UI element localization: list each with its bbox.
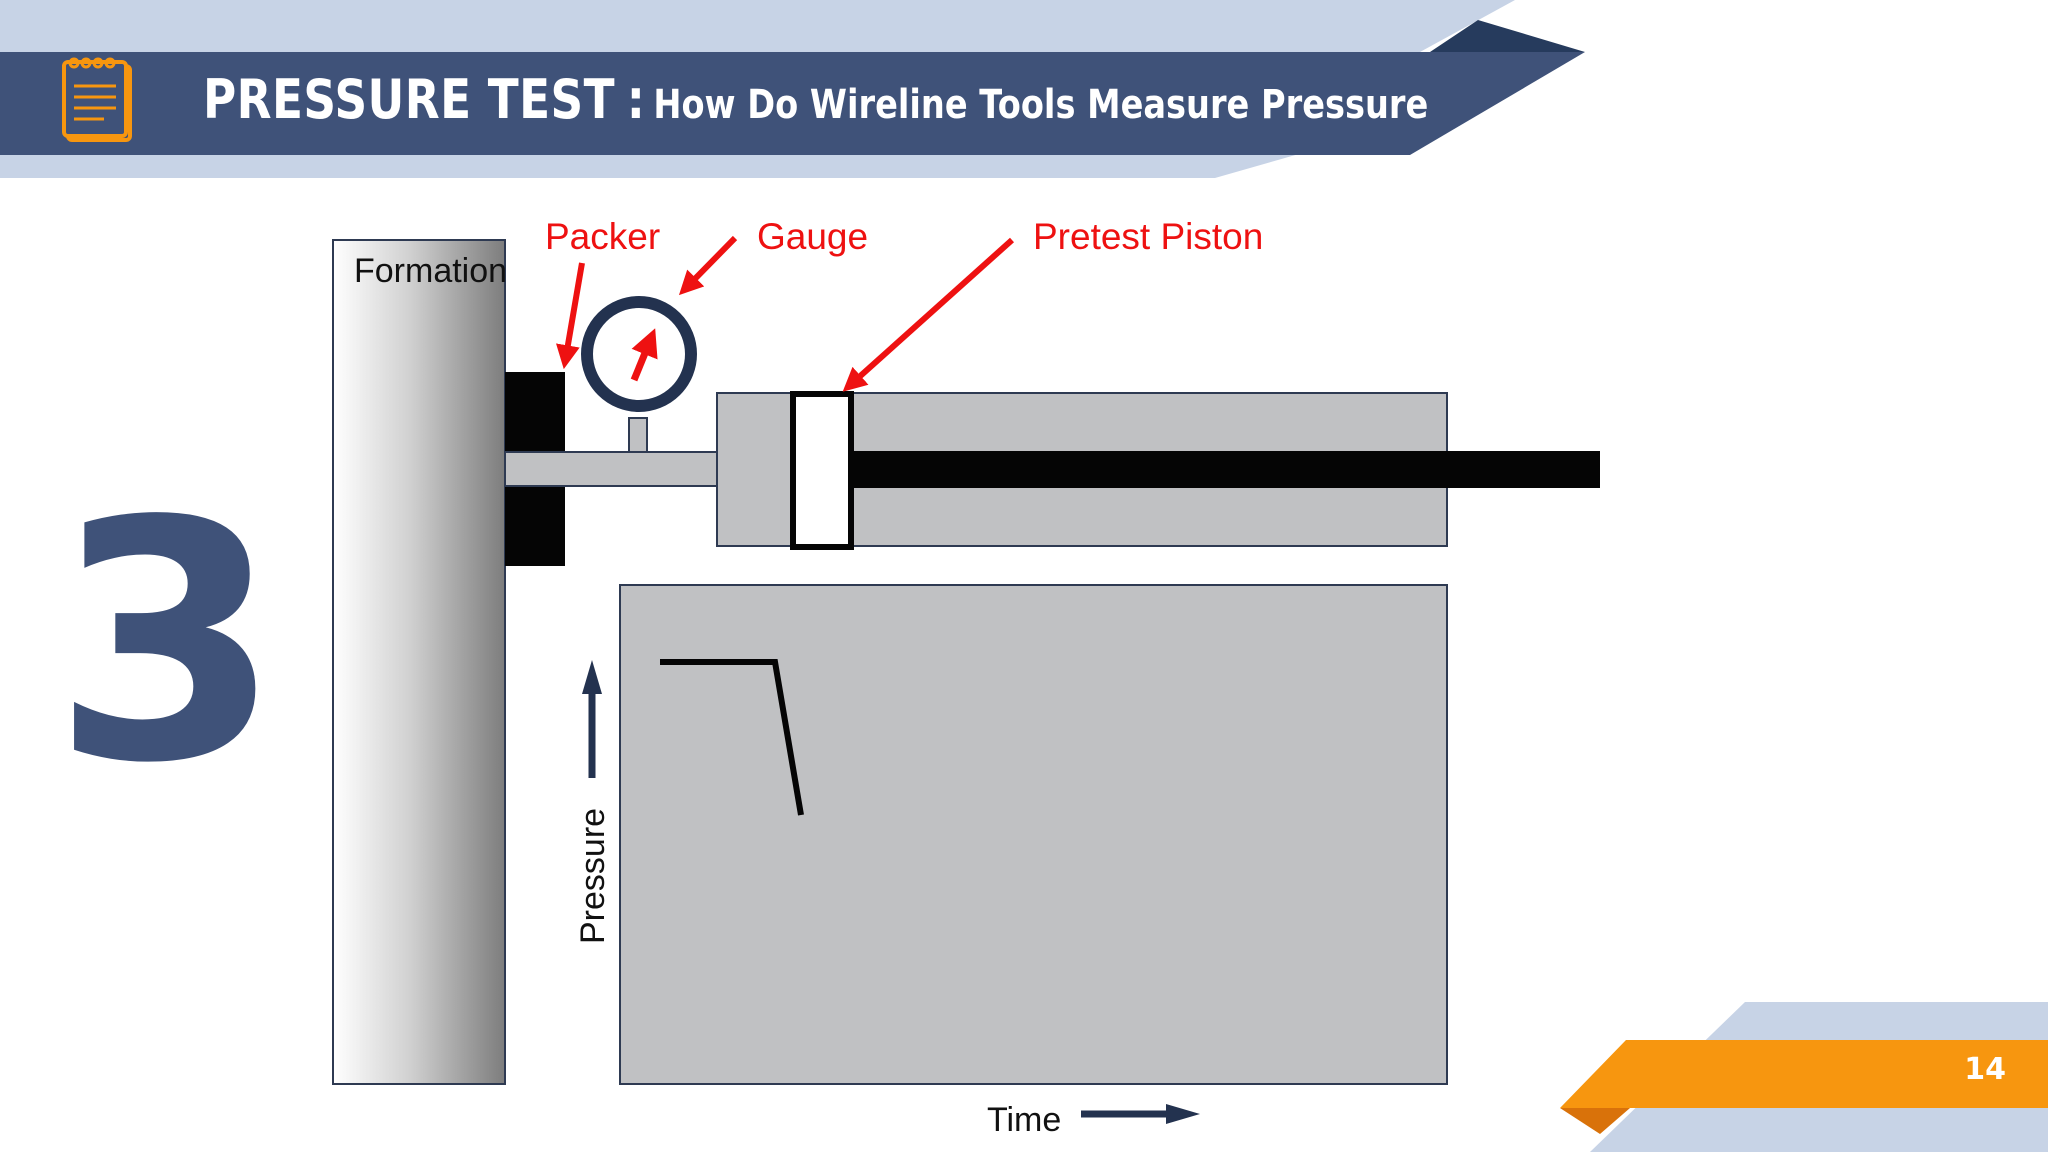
- plot-area: [619, 584, 1448, 1085]
- gauge-needle: [630, 328, 658, 382]
- piston-rod: [850, 451, 1600, 488]
- packer-bottom: [505, 486, 565, 566]
- packer-arrow: [556, 262, 585, 370]
- pretest-piston: [790, 391, 854, 550]
- packer-label: Packer: [545, 216, 660, 257]
- pressure-gauge: [581, 296, 697, 412]
- y-axis-label: Pressure: [574, 808, 612, 944]
- page-number: 14: [1964, 1052, 2006, 1087]
- pretest-piston-arrow: [842, 237, 1015, 392]
- header-banner: [0, 0, 1585, 178]
- title-subtitle: How Do Wireline Tools Measure Pressure: [653, 82, 1429, 128]
- gauge-arrow: [678, 235, 738, 296]
- title-separator: :: [626, 68, 645, 131]
- title-main: PRESSURE TEST: [203, 68, 616, 131]
- flow-line: [504, 451, 718, 487]
- packer-top: [505, 372, 565, 452]
- footer-decoration: [1560, 1002, 2048, 1152]
- page-title: PRESSURE TEST : How Do Wireline Tools Me…: [203, 68, 1428, 138]
- x-axis-label: Time: [987, 1101, 1061, 1139]
- x-axis-arrow: [1081, 1104, 1200, 1124]
- formation-wall: [332, 239, 506, 1085]
- pressure-trace: [660, 659, 804, 816]
- pretest-piston-label: Pretest Piston: [1033, 216, 1263, 257]
- gauge-label: Gauge: [757, 216, 868, 257]
- gauge-stem: [628, 417, 648, 453]
- y-axis-arrow: [582, 660, 602, 778]
- formation-label: Formation: [354, 252, 507, 290]
- notepad-icon: [62, 57, 132, 142]
- step-number: 3: [52, 451, 282, 835]
